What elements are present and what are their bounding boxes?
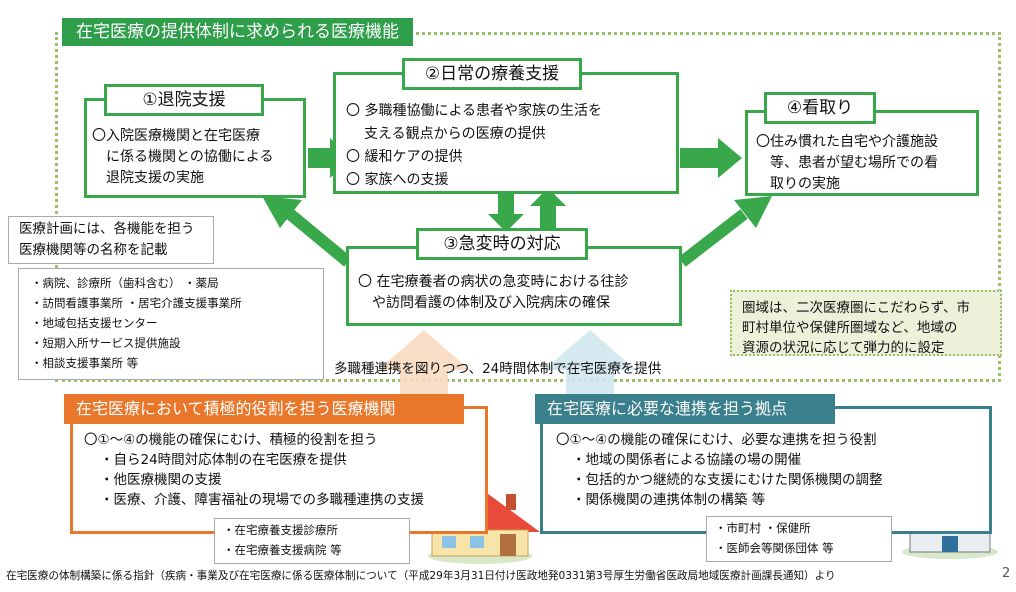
coordination-base-title: 在宅医療に必要な連携を担う拠点 bbox=[535, 394, 835, 424]
daily-care-text: 〇 多職種協働による患者や家族の生活を 支える観点からの医療の提供 〇 緩和ケア… bbox=[346, 103, 603, 188]
area-note: 圏域は、二次医療圏にこだわらず、市 町村単位や保健所圏域など、地域の 資源の状況… bbox=[730, 290, 1002, 356]
daily-care-title: ②日常の療養支援 bbox=[402, 58, 582, 90]
collaboration-caption: 多職種連携を図りつつ、24時間体制で在宅医療を提供 bbox=[334, 361, 662, 377]
arrow-daily-to-endoflife bbox=[680, 138, 742, 178]
arrow-emergency-to-daily bbox=[530, 188, 566, 230]
emergency-title: ③急変時の対応 bbox=[416, 228, 588, 260]
arrow-emergency-to-discharge-head bbox=[262, 196, 302, 228]
coordination-base-box bbox=[540, 406, 992, 534]
active-role-title: 在宅医療において積極的役割を担う医療機関 bbox=[64, 394, 464, 424]
emergency-text: 〇 在宅療養者の病状の急変時における往診 や訪問看護の体制及び入院病床の確保 bbox=[358, 274, 629, 311]
page-number: 2 bbox=[1002, 566, 1011, 581]
discharge-support-text: 〇入院医療機関と在宅医療 に係る機関との協働による 退院支援の実施 bbox=[92, 128, 274, 186]
active-role-examples: ・在宅療養支援診療所 ・在宅療養支援病院 等 bbox=[214, 518, 410, 564]
up-arrow-left bbox=[378, 330, 470, 400]
coordination-base-examples: ・市町村 ・保健所 ・医師会等関係団体 等 bbox=[706, 516, 892, 562]
medical-plan-note: 医療計画には、各機能を担う 医療機関等の名称を記載 bbox=[8, 216, 214, 264]
coordination-base-text: 〇①～④の機能の確保にむけ、必要な連携を担う役割 ・地域の関係者による協議の場の… bbox=[556, 432, 883, 508]
functions-header: 在宅医療の提供体制に求められる医療機能 bbox=[62, 18, 413, 46]
arrow-emergency-to-discharge-shaft bbox=[286, 209, 352, 267]
daily-care-box bbox=[333, 72, 679, 194]
functions-frame bbox=[55, 32, 1001, 382]
discharge-support-title: ①退院支援 bbox=[104, 84, 264, 116]
source-footnote: 在宅医療の体制構築に係る指針（疾病・事業及び在宅医療に係る医療体制について（平成… bbox=[6, 570, 836, 582]
arrow-emergency-to-endoflife-shaft bbox=[678, 209, 748, 267]
end-of-life-title: ④看取り bbox=[764, 92, 876, 124]
facility-list: ・病院、診療所（歯科含む） ・薬局 ・訪問看護事業所 ・居宅介護支援事業所 ・地… bbox=[18, 268, 324, 380]
end-of-life-text: 〇住み慣れた自宅や介護施設 等、患者が望む場所での看 取りの実施 bbox=[756, 134, 938, 192]
active-role-box bbox=[70, 406, 488, 534]
up-arrow-right bbox=[544, 330, 636, 400]
arrow-daily-to-emergency bbox=[488, 190, 524, 232]
arrow-emergency-to-endoflife-head bbox=[734, 196, 772, 228]
active-role-text: 〇①～④の機能の確保にむけ、積極的役割を担う ・自ら24時間対応体制の在宅医療を… bbox=[84, 432, 424, 508]
